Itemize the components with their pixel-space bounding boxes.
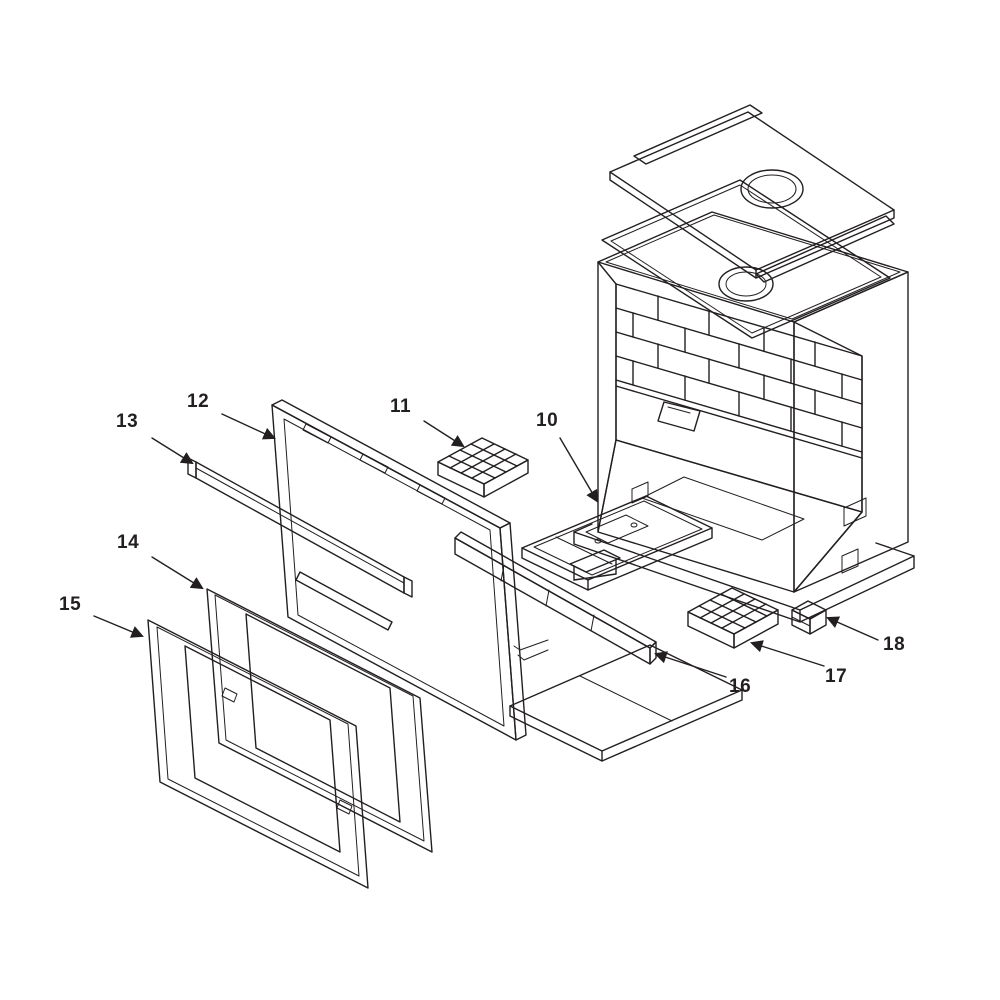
lid-back-flange	[633, 104, 763, 165]
leader-17	[749, 640, 825, 667]
pilot-bracket	[657, 401, 701, 432]
trim-bar-part-13	[187, 457, 413, 598]
grate-part-11	[437, 437, 529, 498]
leader-16	[654, 651, 727, 678]
brick-pattern	[615, 295, 863, 459]
firebox-body	[597, 211, 909, 593]
firebox-floor	[597, 439, 863, 593]
lid-front-flange	[755, 215, 895, 283]
leader-13	[151, 437, 194, 465]
front-frame-part-15	[147, 619, 369, 889]
leader-18	[826, 616, 879, 641]
igniter-wire	[513, 639, 549, 661]
top-lid	[609, 104, 895, 283]
junction-box-part-18	[791, 600, 827, 635]
panel-handle-slot	[295, 571, 393, 631]
flue-hole	[740, 169, 804, 209]
leader-12	[221, 413, 276, 440]
burner-tube-part-16	[454, 531, 657, 665]
bottom-tray	[509, 644, 743, 762]
leader-lines	[93, 413, 879, 678]
base-platform	[573, 481, 915, 623]
burner-assembly-part-10	[521, 495, 713, 591]
leader-10	[559, 437, 599, 503]
firebox-right-panel	[793, 271, 909, 593]
door-frame-part-14	[206, 588, 433, 853]
grate-part-17	[687, 587, 779, 649]
lid-rim-frame	[601, 179, 891, 339]
flue-collar	[718, 266, 774, 302]
leader-11	[423, 420, 465, 448]
leader-14	[151, 556, 204, 590]
front-panel-part-12	[271, 399, 527, 741]
leader-15	[93, 615, 144, 638]
